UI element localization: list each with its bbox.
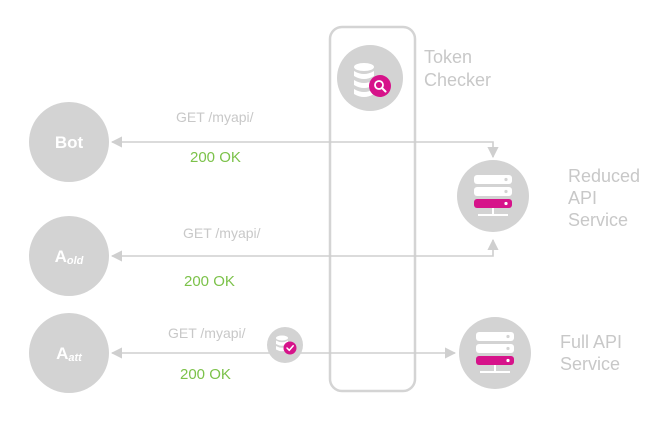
- server-icon: [457, 160, 529, 232]
- database-search-icon: [337, 45, 403, 111]
- attested-client-label: Aatt: [56, 344, 83, 364]
- attested-client-node: Aatt: [29, 313, 109, 393]
- server-icon: [459, 317, 531, 389]
- bot-response-label: 200 OK: [190, 149, 241, 166]
- reduced-service-label-line1: Reduced: [568, 166, 640, 186]
- bot-label: Bot: [55, 133, 84, 152]
- token-checker-container: [328, 25, 417, 393]
- attested-client-response-label: 200 OK: [180, 366, 231, 383]
- old-client-node: Aold: [29, 216, 109, 296]
- attested-client-label-main: A: [56, 344, 68, 363]
- full-service-label-line2: Service: [560, 354, 620, 374]
- full-service-label-line1: Full API: [560, 332, 622, 352]
- database-check-icon: [267, 327, 303, 363]
- old-client-request-label: GET /myapi/: [183, 225, 261, 241]
- token-checker-label-line1: Token: [424, 47, 472, 67]
- old-client-label-sub: old: [67, 255, 84, 267]
- reduced-service-label-line3: Service: [568, 210, 628, 230]
- reduced-service-label-line2: API: [568, 188, 597, 208]
- old-client-label-main: A: [55, 247, 67, 266]
- bot-request-label: GET /myapi/: [176, 109, 254, 125]
- attested-client-request-label: GET /myapi/: [168, 325, 246, 341]
- attested-client-label-sub: att: [68, 352, 83, 364]
- old-client-connection-arrow: [110, 238, 499, 262]
- bot-connection-arrow: [110, 136, 499, 159]
- bot-node: Bot: [29, 102, 109, 182]
- old-client-label: Aold: [55, 247, 84, 267]
- old-client-response-label: 200 OK: [184, 273, 235, 290]
- token-checker-label-line2: Checker: [424, 70, 491, 90]
